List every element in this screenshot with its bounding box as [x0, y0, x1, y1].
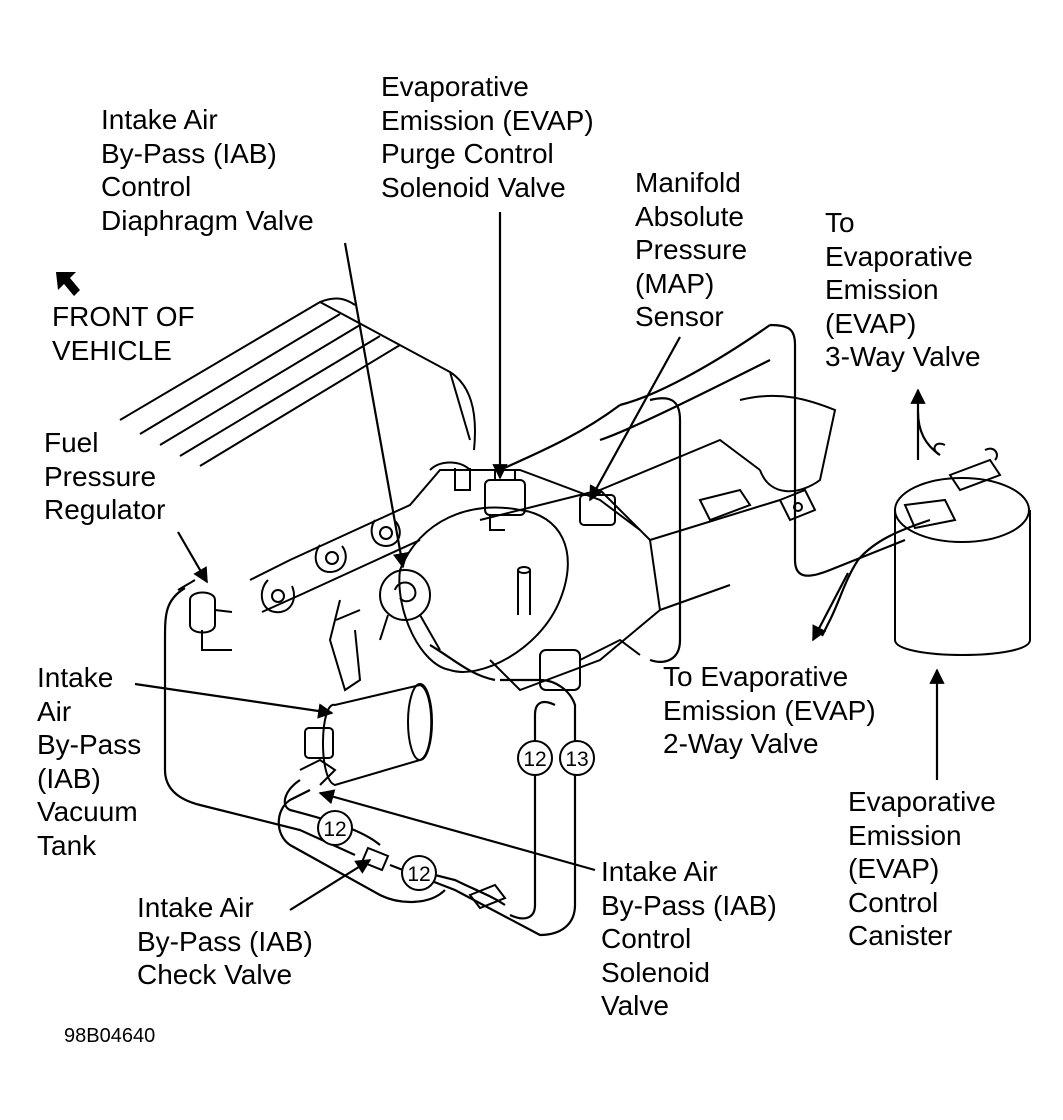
hose-callouts: 12 13 12 12 [317, 740, 595, 891]
vacuum-hoses [163, 323, 941, 937]
label-evap-control-canister: Evaporative Emission (EVAP) Control Cani… [848, 786, 996, 951]
svg-text:12: 12 [323, 818, 346, 841]
label-evap-3-way-valve: To Evaporative Emission (EVAP) 3-Way Val… [825, 207, 981, 372]
figure-id: 98B04640 [64, 1025, 156, 1047]
callout-12-a: 12 [517, 740, 553, 776]
leader-arrows [134, 212, 945, 911]
label-evap-2-way-valve: To Evaporative Emission (EVAP) 2-Way Val… [663, 661, 876, 759]
label-iab-diaphragm-valve: Intake Air By-Pass (IAB) Control Diaphra… [101, 104, 314, 236]
label-front-of-vehicle: FRONT OF VEHICLE [52, 301, 195, 366]
label-evap-purge-solenoid: Evaporative Emission (EVAP) Purge Contro… [381, 71, 594, 203]
air-intake-cover [119, 297, 476, 467]
label-map-sensor: Manifold Absolute Pressure (MAP) Sensor [635, 167, 748, 332]
callout-12-b: 12 [317, 810, 353, 846]
label-iab-check-valve: Intake Air By-Pass (IAB) Check Valve [137, 892, 313, 990]
throttle-body-plenum [398, 394, 837, 692]
label-iab-control-solenoid-valve: Intake Air By-Pass (IAB) Control Solenoi… [601, 856, 777, 1021]
callout-12-c: 12 [401, 855, 437, 891]
svg-text:13: 13 [565, 748, 588, 771]
label-fuel-pressure-regulator: Fuel Pressure Regulator [44, 427, 166, 525]
label-iab-vacuum-tank: Intake Air By-Pass (IAB) Vacuum Tank [37, 662, 142, 861]
svg-text:12: 12 [407, 863, 430, 886]
svg-text:12: 12 [523, 748, 546, 771]
intake-manifold [249, 461, 641, 614]
front-direction-arrow-icon [56, 272, 80, 296]
callout-13: 13 [559, 740, 595, 776]
